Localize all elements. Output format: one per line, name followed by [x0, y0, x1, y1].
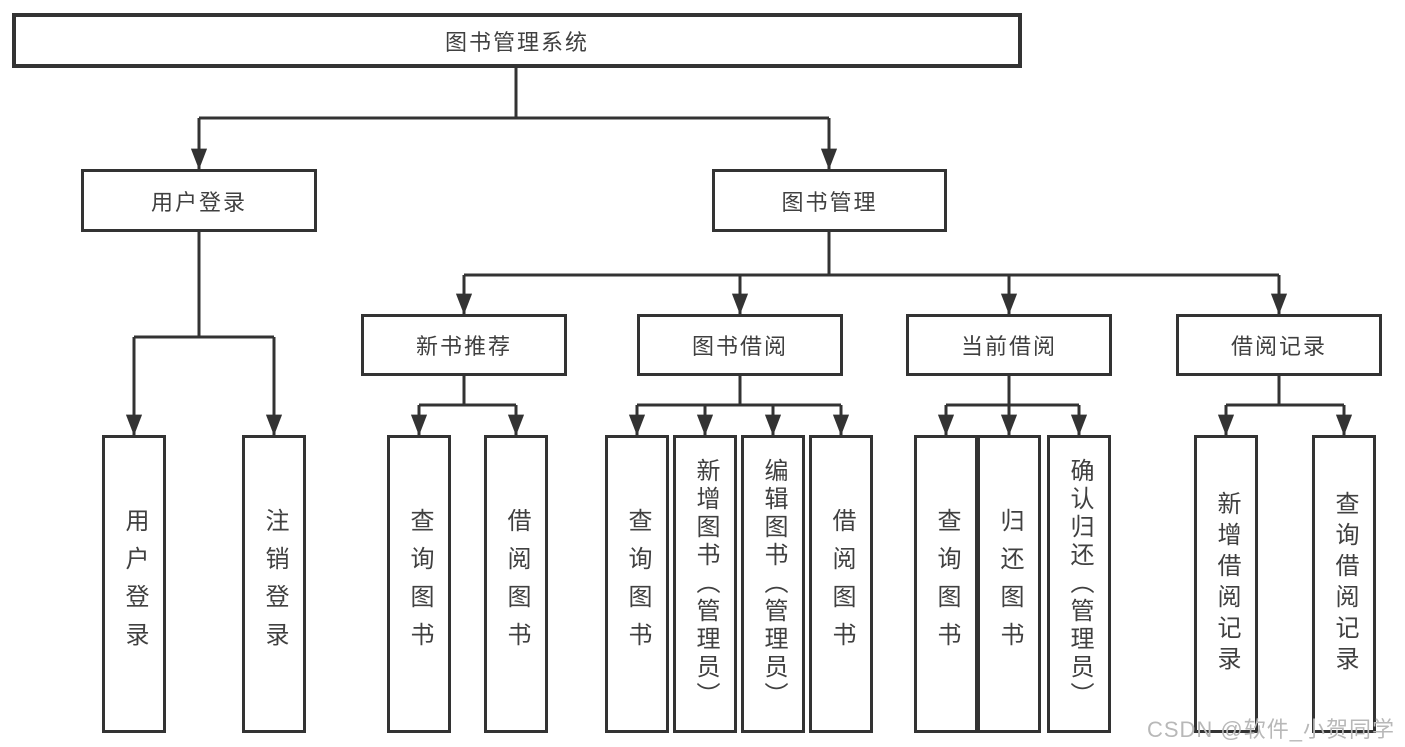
leaf-label: 归还图书 — [996, 508, 1023, 660]
leaf-query-books-borrow: 查询图书 — [605, 435, 669, 733]
leaf-label: 新增借阅记录 — [1213, 491, 1240, 677]
arrow-connectors — [125, 118, 1353, 436]
leaf-label: 编辑图书（管理员） — [760, 458, 787, 710]
leaf-query-books-recommend: 查询图书 — [387, 435, 451, 733]
node-label: 图书管理系统 — [444, 29, 589, 55]
node-library-management-system: 图书管理系统 — [12, 13, 1022, 68]
node-book-borrow: 图书借阅 — [637, 314, 843, 376]
leaf-label: 查询图书 — [406, 508, 433, 660]
node-user-login: 用户登录 — [81, 169, 317, 232]
leaf-label: 注销登录 — [261, 508, 288, 660]
node-new-book-recommend: 新书推荐 — [361, 314, 567, 376]
node-label: 借阅记录 — [1230, 334, 1327, 359]
leaf-return-book: 归还图书 — [977, 435, 1041, 733]
leaf-label: 借阅图书 — [503, 508, 530, 660]
node-book-management: 图书管理 — [712, 169, 947, 232]
leaf-borrow-books: 借阅图书 — [809, 435, 873, 733]
node-label: 当前借阅 — [960, 334, 1057, 359]
node-label: 用户登录 — [150, 189, 247, 215]
leaf-user-login: 用户登录 — [102, 435, 166, 733]
node-label: 图书借阅 — [691, 334, 788, 359]
leaf-logout: 注销登录 — [242, 435, 306, 733]
node-label: 图书管理 — [781, 189, 878, 215]
leaf-query-books-current: 查询图书 — [914, 435, 978, 733]
leaf-confirm-return-admin: 确认归还（管理员） — [1047, 435, 1111, 733]
csdn-watermark: CSDN @软件_小贺同学 — [1146, 717, 1395, 742]
leaf-label: 用户登录 — [121, 508, 148, 660]
leaf-add-borrow-record: 新增借阅记录 — [1194, 435, 1258, 733]
leaf-label: 查询借阅记录 — [1331, 491, 1358, 677]
leaf-label: 新增图书（管理员） — [692, 458, 719, 710]
node-label: 新书推荐 — [415, 334, 512, 359]
leaf-label: 查询图书 — [933, 508, 960, 660]
leaf-add-book-admin: 新增图书（管理员） — [673, 435, 737, 733]
leaf-edit-book-admin: 编辑图书（管理员） — [741, 435, 805, 733]
bus-lines — [134, 68, 1344, 407]
node-current-borrow: 当前借阅 — [906, 314, 1112, 376]
leaf-label: 查询图书 — [624, 508, 651, 660]
leaf-label: 借阅图书 — [828, 508, 855, 660]
leaf-borrow-books-recommend: 借阅图书 — [484, 435, 548, 733]
leaf-label: 确认归还（管理员） — [1066, 458, 1093, 710]
node-borrow-records: 借阅记录 — [1176, 314, 1382, 376]
leaf-query-borrow-record: 查询借阅记录 — [1312, 435, 1376, 733]
